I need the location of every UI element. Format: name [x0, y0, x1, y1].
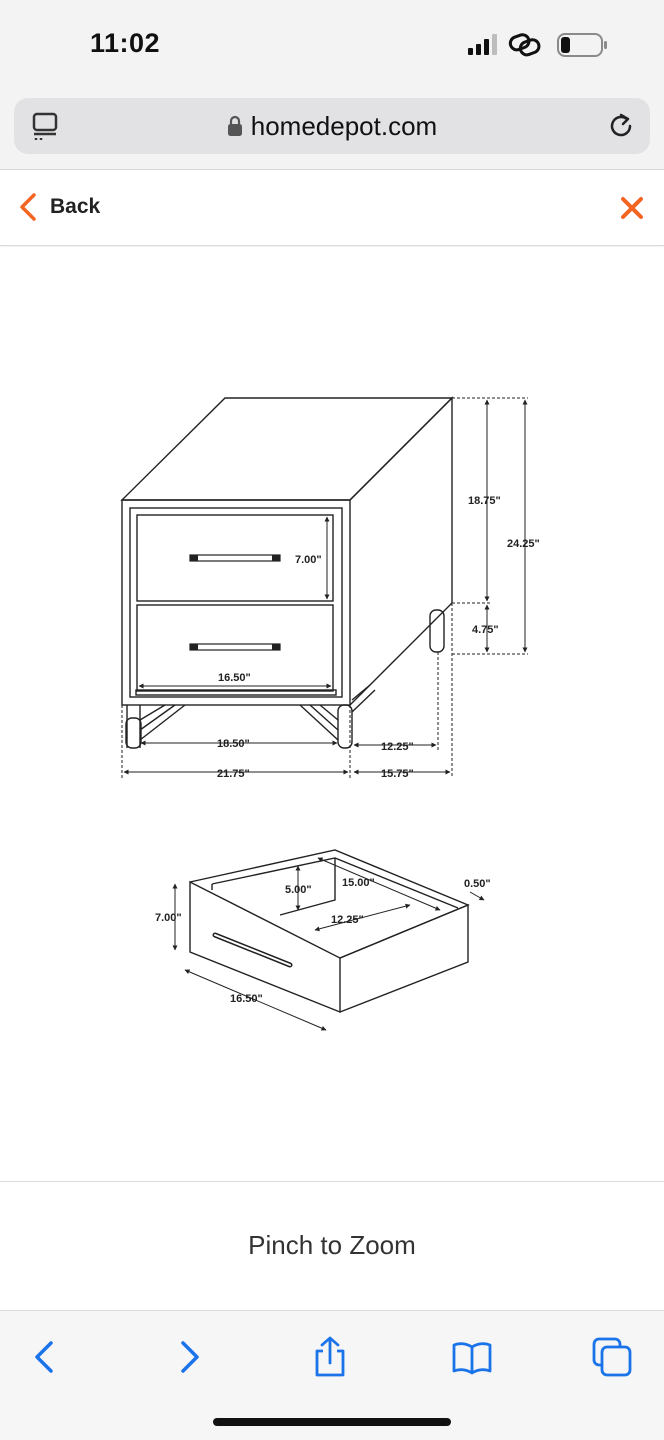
status-bar: 11:02: [0, 0, 664, 90]
image-viewer[interactable]: 18.75" 24.25" 4.75" 7.00" 16.50" 18.50" …: [0, 247, 664, 1181]
link-icon: [508, 33, 541, 57]
close-icon: [621, 197, 643, 219]
browser-forward-icon[interactable]: [166, 1335, 210, 1379]
address-bar-area: homedepot.com: [0, 90, 664, 170]
back-label: Back: [50, 195, 101, 218]
pinch-to-zoom-text: Pinch to Zoom: [248, 1230, 416, 1260]
home-indicator[interactable]: [213, 1418, 451, 1426]
status-icons: [466, 30, 614, 60]
signal-icon: [468, 34, 497, 55]
dimension-diagram: 18.75" 24.25" 4.75" 7.00" 16.50" 18.50" …: [120, 396, 540, 1031]
label-drawer-thickness: 0.50": [464, 878, 491, 890]
label-depth: 15.75": [381, 768, 414, 780]
close-button[interactable]: [620, 196, 644, 225]
status-time: 11:02: [90, 28, 161, 58]
signal-link-battery-icons: [468, 33, 607, 57]
label-drawer-inner-depth: 12.25": [331, 914, 364, 926]
battery-icon: [557, 33, 607, 57]
chevron-left-icon: [20, 193, 36, 221]
reload-icon[interactable]: [606, 111, 636, 141]
share-icon[interactable]: [308, 1335, 352, 1379]
drawer-handles: [189, 554, 281, 651]
nightstand-dimension-lines: [121, 397, 528, 778]
drawer-dimension-lines: [172, 857, 485, 1031]
browser-back-icon[interactable]: [24, 1335, 68, 1379]
nightstand-labels: 18.75" 24.25" 4.75" 7.00" 16.50" 18.50" …: [217, 495, 540, 780]
label-drawer-width-bottom: 16.50": [230, 993, 263, 1005]
label-width: 21.75": [217, 768, 250, 780]
label-inner-depth: 12.25": [381, 741, 414, 753]
label-leg-height: 4.75": [472, 624, 499, 636]
back-button[interactable]: Back: [18, 192, 100, 222]
zoom-hint-area: Pinch to Zoom: [0, 1181, 664, 1311]
page-header: Back: [0, 170, 664, 246]
label-leg-span: 18.50": [217, 738, 250, 750]
label-drawer-width: 16.50": [218, 672, 251, 684]
label-drawer-inner-height: 5.00": [285, 884, 312, 896]
label-drawer-height: 7.00": [295, 554, 322, 566]
nightstand-drawing: [120, 396, 454, 749]
lock-icon: [227, 115, 242, 136]
tabs-icon[interactable]: [590, 1335, 634, 1379]
label-drawer-depth: 15.00": [342, 877, 375, 889]
url-text[interactable]: homedepot.com: [250, 110, 438, 141]
address-bar[interactable]: homedepot.com: [14, 98, 650, 154]
bookmarks-icon[interactable]: [450, 1335, 494, 1379]
label-drawer-front-height: 7.00": [155, 912, 182, 924]
drawer-drawing: [189, 849, 470, 1014]
reader-mode-icon[interactable]: [32, 112, 58, 140]
label-height-total: 24.25": [507, 538, 540, 550]
drawer-labels: 7.00" 5.00" 15.00" 12.25" 0.50" 16.50": [155, 877, 491, 1005]
drawer-handle: [212, 932, 293, 968]
label-height-upper: 18.75": [468, 495, 501, 507]
